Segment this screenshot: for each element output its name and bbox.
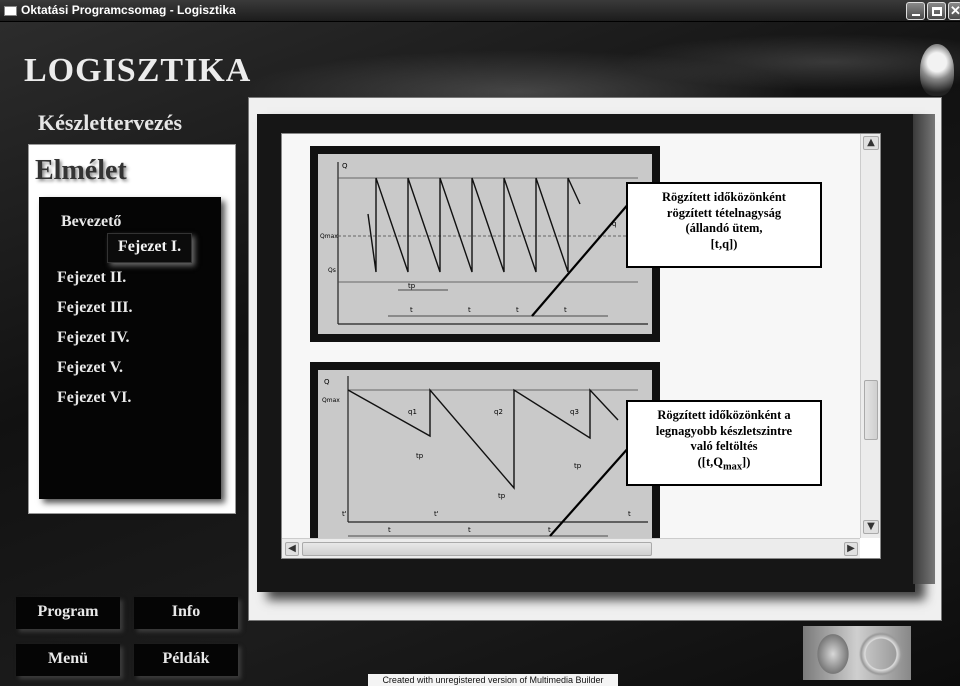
- q-label: q: [612, 220, 616, 228]
- menu-item-bevezeto[interactable]: Bevezető: [61, 213, 122, 230]
- sawtooth-chart-2: Q Qmax q1 q2 q3 tp tp tp t' t' t t t t: [322, 376, 648, 537]
- qmax-label: Qmax: [320, 233, 338, 240]
- menu-item-fejezet-3[interactable]: Fejezet III.: [57, 299, 133, 316]
- tp-label-3: tp: [574, 462, 582, 470]
- y-axis-label: Q: [324, 378, 330, 386]
- callout-line: (állandó ütem,: [685, 221, 763, 236]
- menu-item-fejezet-6[interactable]: Fejezet VI.: [57, 389, 132, 406]
- horizontal-scrollbar[interactable]: ◀ ▶: [282, 538, 860, 558]
- close-button[interactable]: ✕: [948, 2, 960, 20]
- t-label-1: t: [388, 526, 391, 534]
- scroll-right-icon[interactable]: ▶: [844, 542, 858, 556]
- callout-line: ([t,Qmax]): [628, 455, 820, 474]
- program-button[interactable]: Program: [16, 597, 120, 629]
- title-bar: Oktatási Programcsomag - Logisztika ✕: [0, 0, 960, 22]
- t-label-3: t: [548, 526, 551, 534]
- q3-label: q3: [570, 408, 579, 416]
- tp-label: tp: [408, 282, 416, 290]
- stock-sawtooth: [347, 388, 619, 490]
- examples-button[interactable]: Példák: [134, 644, 238, 676]
- brand-title: LOGISZTIKA: [24, 52, 252, 89]
- callout-line: [t,q]): [710, 236, 738, 251]
- footer-note: Created with unregistered version of Mul…: [368, 674, 618, 686]
- stock-sawtooth: [367, 177, 581, 273]
- t-label-3: t: [516, 306, 519, 314]
- maximize-icon: [932, 7, 942, 16]
- t-label-2: t: [468, 526, 471, 534]
- tp-label-2: tp: [498, 492, 506, 500]
- callout-line: legnagyobb készletszintre: [655, 423, 793, 438]
- callout-formula-prefix: ([t,Q: [697, 454, 723, 469]
- minimize-icon: [912, 14, 920, 16]
- t-prime-label-1: t': [342, 510, 347, 518]
- diagram-fixed-interval-max-level: Q Qmax q1 q2 q3 tp tp tp t' t' t t t t: [310, 362, 660, 548]
- theory-panel: Elmélet Bevezető Fejezet I. Fejezet II. …: [28, 144, 236, 514]
- scroll-down-icon[interactable]: ▼: [863, 520, 879, 534]
- window-title: Oktatási Programcsomag - Logisztika: [21, 3, 236, 17]
- scroll-up-icon[interactable]: ▲: [863, 136, 879, 150]
- qs-label: Qs: [328, 267, 336, 274]
- qmax-label: Qmax: [322, 397, 340, 404]
- chapter-menu: Bevezető Fejezet I. Fejezet II. Fejezet …: [39, 197, 221, 499]
- q1-label: q1: [408, 408, 417, 416]
- trophy-logo-icon: [920, 44, 954, 96]
- diagram-plot: Q Qmax Qs tp q t t t t: [318, 154, 652, 334]
- t-label-4: t: [564, 306, 567, 314]
- vertical-scroll-thumb[interactable]: [864, 380, 878, 440]
- tp-label-1: tp: [416, 452, 424, 460]
- callout-formula-subscript: max: [722, 461, 743, 473]
- callout-line: való feltöltés: [690, 439, 758, 454]
- t-label-4: t: [628, 510, 631, 518]
- scroll-left-icon[interactable]: ◀: [285, 542, 299, 556]
- section-title: Készlettervezés: [38, 110, 183, 135]
- callout-fixed-quantity: Rögzített időközönként rögzített tételna…: [626, 182, 822, 268]
- info-button[interactable]: Info: [134, 597, 238, 629]
- vertical-scrollbar[interactable]: ▲ ▼: [860, 134, 880, 538]
- menu-item-fejezet-2[interactable]: Fejezet II.: [57, 269, 127, 286]
- minimize-button[interactable]: [906, 2, 925, 20]
- t-label-1: t: [410, 306, 413, 314]
- t-label-2: t: [468, 306, 471, 314]
- callout-max-level: Rögzített időközönként a legnagyobb kész…: [626, 400, 822, 486]
- menu-item-fejezet-5[interactable]: Fejezet V.: [57, 359, 124, 376]
- document-viewer[interactable]: Q Qmax Qs tp q t t t t Rögzített időközö…: [281, 133, 881, 559]
- menu-item-fejezet-4[interactable]: Fejezet IV.: [57, 329, 130, 346]
- maximize-button[interactable]: [927, 2, 946, 20]
- callout-line: rögzített tételnagyság: [666, 205, 782, 220]
- y-axis-label: Q: [342, 162, 348, 170]
- sawtooth-chart-1: Q Qmax Qs tp q t t t t: [320, 162, 648, 325]
- callout-formula-suffix: ]): [742, 454, 751, 469]
- close-icon: ✕: [950, 3, 960, 18]
- callout-line: Rögzített időközönként a: [657, 408, 791, 422]
- decorative-portrait: [803, 626, 911, 680]
- app-window-icon: [4, 6, 17, 16]
- viewer-content: Q Qmax Qs tp q t t t t Rögzített időközö…: [282, 134, 860, 548]
- q2-label: q2: [494, 408, 503, 416]
- callout-line: Rögzített időközönként: [662, 190, 786, 204]
- panel-heading: Elmélet: [35, 155, 127, 186]
- callout-arrow-1: [531, 201, 631, 317]
- diagram-plot: Q Qmax q1 q2 q3 tp tp tp t' t' t t t t: [318, 370, 652, 546]
- callout-arrow-2: [549, 445, 631, 537]
- menu-button[interactable]: Menü: [16, 644, 120, 676]
- diagram-fixed-interval-fixed-quantity: Q Qmax Qs tp q t t t t: [310, 146, 660, 342]
- menu-item-fejezet-1[interactable]: Fejezet I.: [107, 233, 193, 263]
- t-prime-label-2: t': [434, 510, 439, 518]
- horizontal-scroll-thumb[interactable]: [302, 542, 652, 556]
